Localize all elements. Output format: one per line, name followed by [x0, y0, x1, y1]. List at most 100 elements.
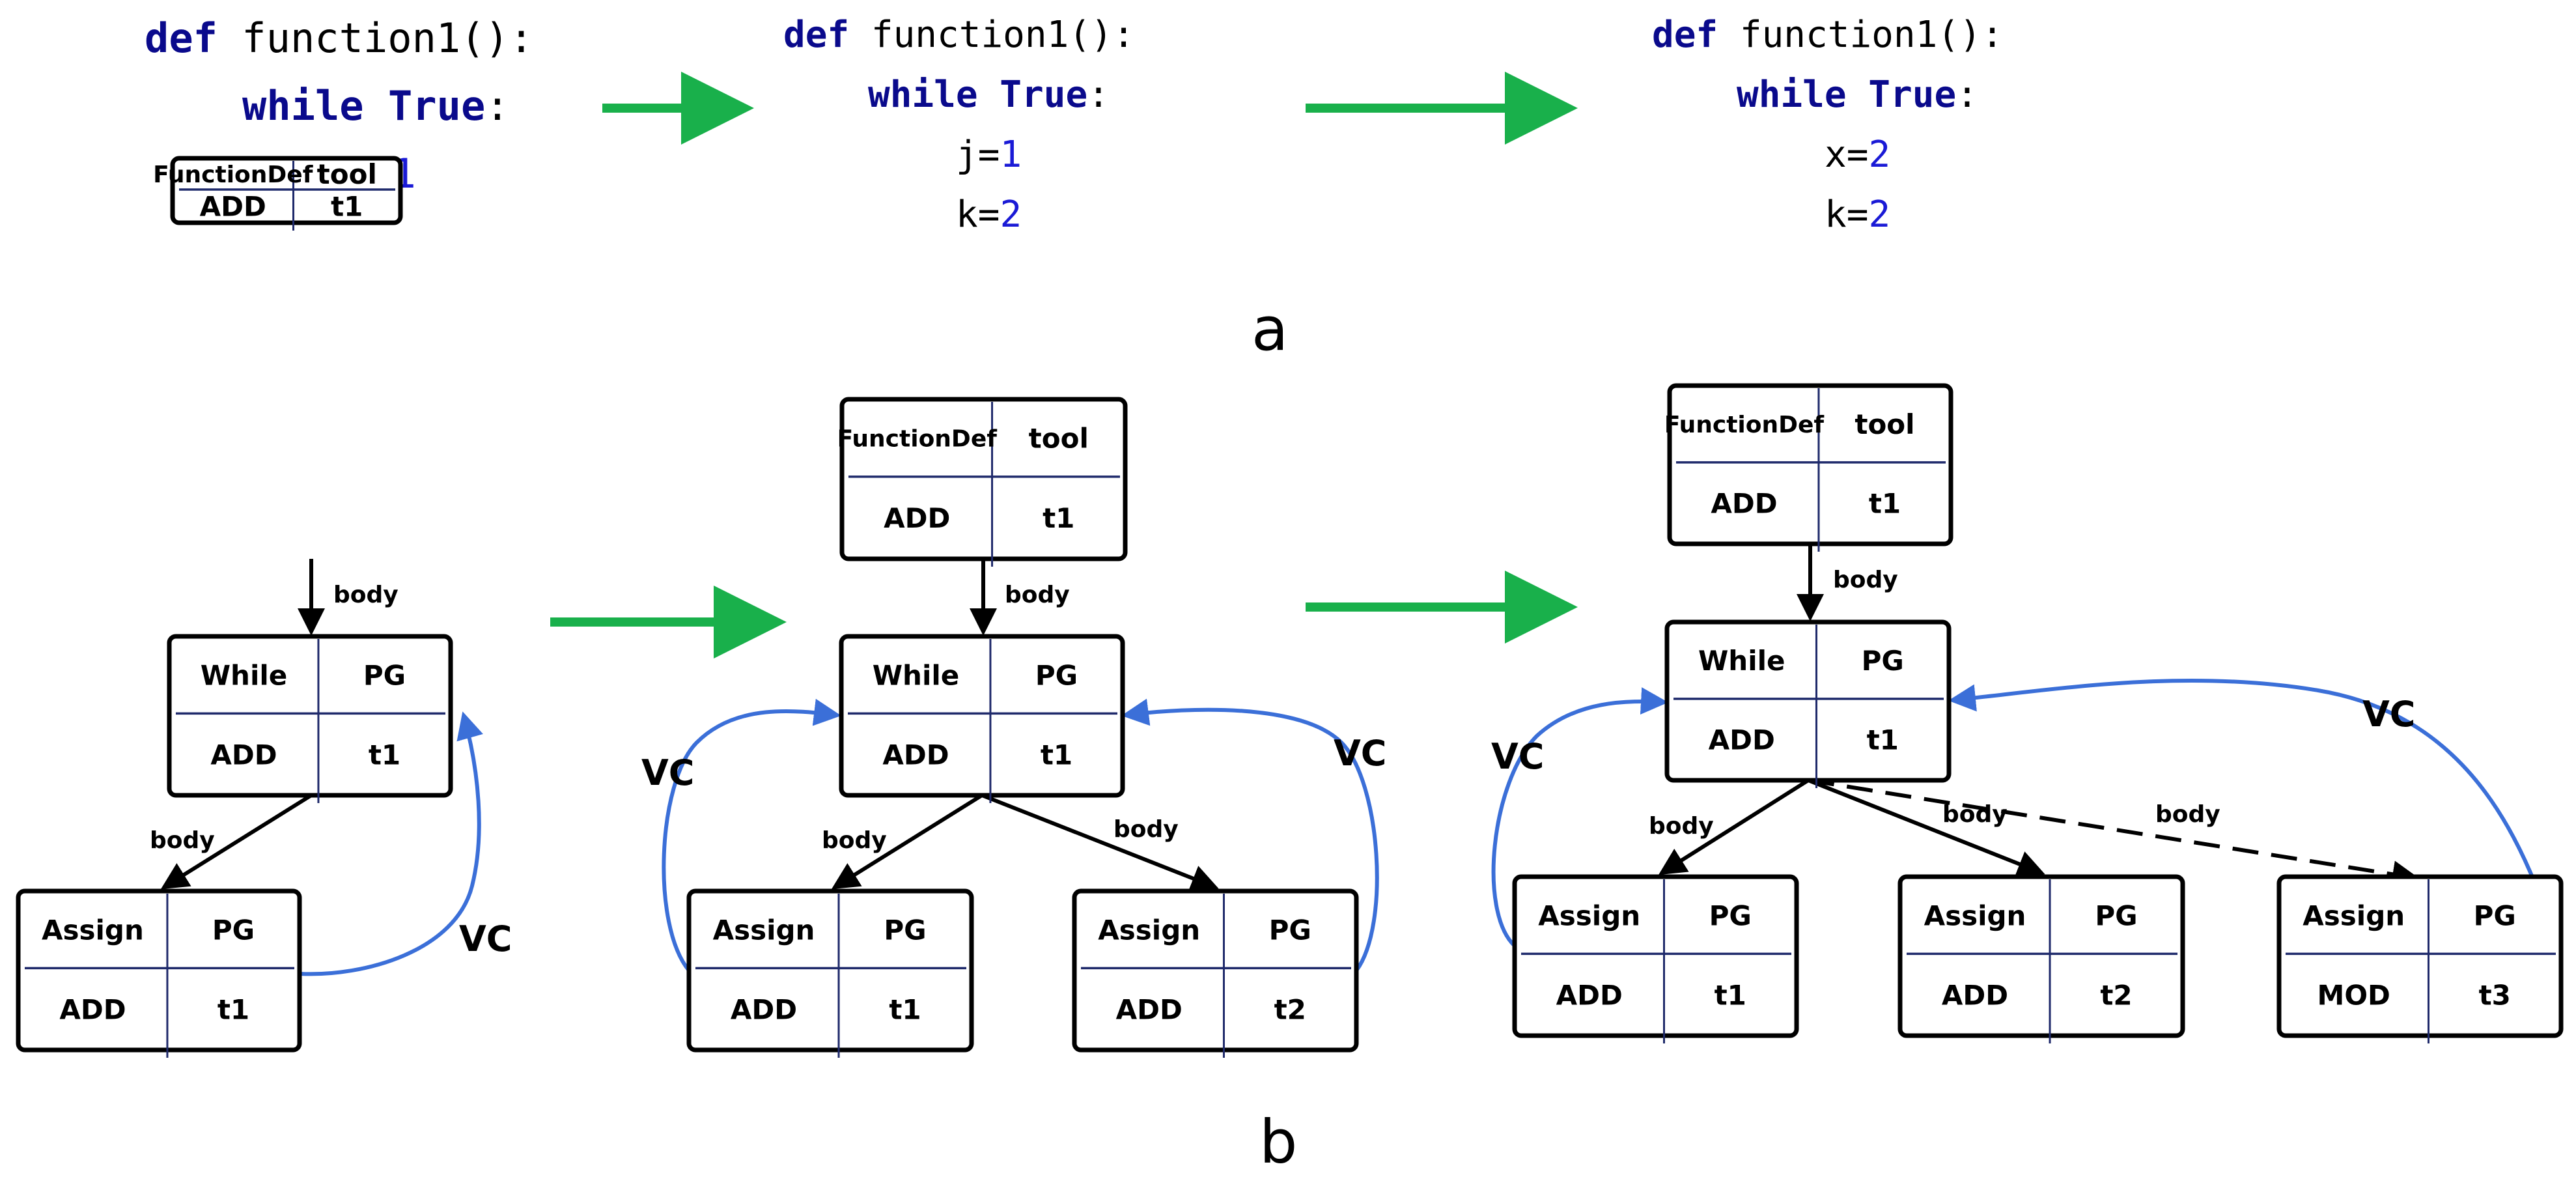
- node-version-label: t1: [1043, 502, 1074, 534]
- node-op-label: ADD: [1942, 979, 2008, 1011]
- code-line: while True:: [1737, 77, 1978, 113]
- node-op-label: ADD: [1709, 724, 1775, 756]
- vc-edge: [1121, 698, 1379, 972]
- node-op-label: ADD: [1116, 993, 1183, 1025]
- node-type-label: Assign: [2303, 900, 2405, 931]
- body-edge: [160, 793, 313, 890]
- node-version-label: t3: [2479, 979, 2511, 1011]
- vc-edge-label: VC: [459, 918, 512, 959]
- code-text: x=: [1825, 134, 1869, 176]
- code-keyword: while: [868, 74, 978, 116]
- body-edge: [1807, 778, 2045, 877]
- node-box: [686, 888, 974, 1053]
- node-tag-label: tool: [317, 158, 377, 190]
- node-op-label: MOD: [2317, 979, 2390, 1011]
- node-box: [2276, 874, 2564, 1038]
- code-line: k=2: [1825, 197, 1890, 233]
- code-line: while True:: [242, 86, 510, 126]
- node-op-label: ADD: [882, 739, 949, 771]
- code-text: :: [485, 82, 510, 130]
- node-tag-label: tool: [1029, 423, 1089, 455]
- node-tag-label: PG: [212, 914, 255, 946]
- code-number: 2: [1868, 134, 1891, 176]
- node-type-label: FunctionDef: [153, 162, 313, 188]
- node-type-label: While: [201, 659, 288, 691]
- node-op-label: ADD: [200, 191, 266, 223]
- code-text: j=: [956, 134, 1000, 176]
- node-version-label: t2: [1274, 993, 1306, 1025]
- node-box: [16, 888, 302, 1053]
- node-version-label: t1: [1041, 739, 1072, 771]
- code-line: k=2: [956, 197, 1022, 233]
- code-keyword: True: [1868, 74, 1957, 116]
- node-tag-label: tool: [1855, 408, 1914, 440]
- code-line: def function1():: [783, 17, 1134, 53]
- code-keyword: while: [1737, 74, 1847, 116]
- node-box: [839, 397, 1128, 561]
- node-tag-label: PG: [1035, 659, 1078, 691]
- vc-edge: [299, 711, 483, 976]
- code-keyword: def: [145, 14, 217, 62]
- body-edge: [1808, 778, 2420, 888]
- code-text: function1():: [217, 14, 534, 62]
- code-line: j=1: [956, 137, 1022, 173]
- node-op-label: ADD: [884, 502, 950, 534]
- body-edge-label: body: [1649, 813, 1714, 840]
- node-type-label: Assign: [1538, 900, 1640, 931]
- code-text: function1():: [1718, 14, 2004, 56]
- node-tag-label: PG: [2474, 900, 2516, 931]
- node-assign: Assign PG MOD t3: [2276, 874, 2564, 1043]
- vc-edge: [1948, 679, 2563, 958]
- vc-edge: [1491, 687, 1668, 948]
- node-type-label: While: [1698, 645, 1785, 677]
- node-version-label: t1: [369, 739, 400, 771]
- node-type-label: Assign: [1924, 900, 2026, 931]
- body-edge-label: body: [333, 582, 399, 608]
- body-edge-label: body: [1833, 567, 1898, 593]
- body-edge-label: body: [2155, 801, 2220, 828]
- node-tag-label: PG: [1269, 914, 1311, 946]
- node-box: [1072, 888, 1359, 1053]
- vc-edge-label: VC: [1491, 736, 1544, 777]
- code-keyword: def: [1652, 14, 1718, 56]
- code-text: k=: [1825, 193, 1869, 236]
- node-op-label: ADD: [1556, 979, 1623, 1011]
- node-tag-label: PG: [1709, 900, 1752, 931]
- code-text: :: [1087, 74, 1110, 116]
- node-version-label: t1: [217, 993, 249, 1025]
- code-line: def function1():: [145, 18, 533, 59]
- node-type-label: Assign: [1098, 914, 1200, 946]
- node-box: [1667, 383, 1953, 546]
- code-text: function1():: [849, 14, 1135, 56]
- node-op-label: ADD: [1711, 488, 1777, 520]
- node-version-label: t1: [1867, 724, 1899, 756]
- body-edge-label: body: [1005, 582, 1070, 608]
- node-box: [167, 634, 453, 798]
- body-edge: [1658, 778, 1810, 875]
- node-version-label: t1: [889, 993, 921, 1025]
- node-version-label: t1: [1869, 488, 1901, 520]
- node-box: [1897, 874, 2185, 1038]
- node-version-label: t1: [331, 191, 363, 223]
- body-edge: [831, 793, 983, 890]
- node-box: [839, 634, 1125, 798]
- vc-edge-label: VC: [641, 752, 694, 793]
- node-op-label: ADD: [731, 993, 797, 1025]
- panel-label-b: b: [1259, 1107, 1298, 1177]
- body-edge-label: body: [822, 827, 887, 854]
- code-line: def function1():: [1652, 17, 2003, 53]
- code-number: 2: [1868, 193, 1891, 236]
- panel-label-a: a: [1252, 294, 1289, 364]
- node-tag-label: PG: [884, 914, 926, 946]
- node-op-label: ADD: [210, 739, 277, 771]
